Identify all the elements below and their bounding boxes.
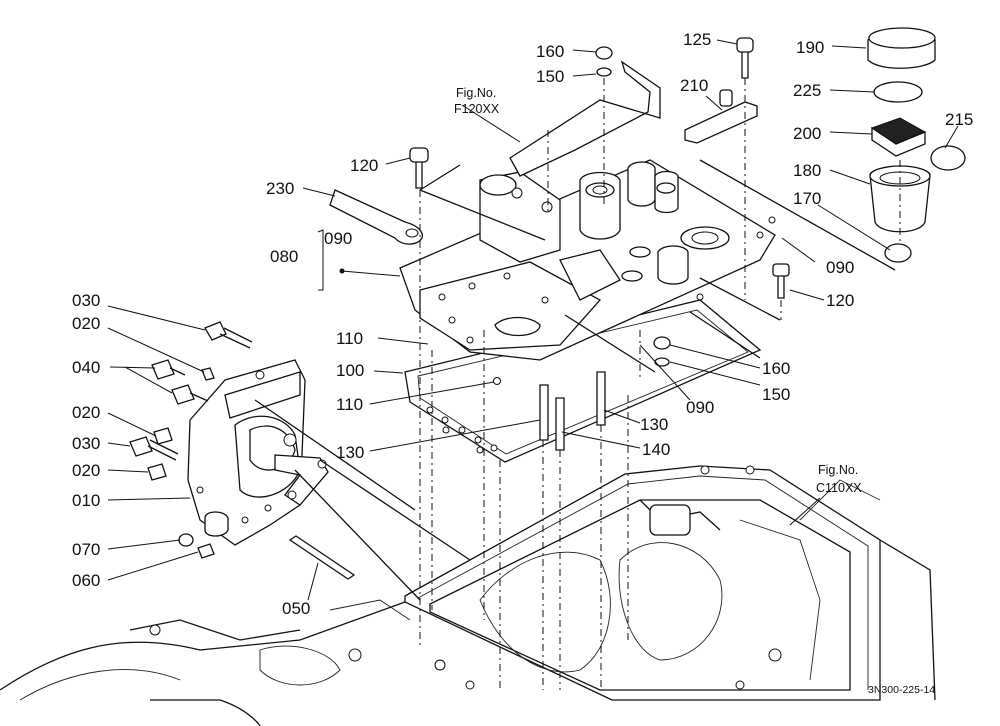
callout-020-top: 020 [72, 314, 100, 333]
pump-bolts-and-nuts [129, 321, 356, 580]
callout-160-top: 160 [536, 42, 564, 61]
callout-030-lower: 030 [72, 434, 100, 453]
studs-130-140 [539, 371, 606, 451]
bolt-120-right [772, 263, 790, 299]
callout-100: 100 [336, 361, 364, 380]
callout-labels: 160 150 125 190 210 225 200 215 180 170 … [72, 30, 973, 618]
callout-190: 190 [796, 38, 824, 57]
alignment-lines [254, 78, 901, 690]
callout-010: 010 [72, 491, 100, 510]
pin-090-marker [768, 216, 776, 224]
ref-c110-label: Fig.No. [818, 463, 858, 477]
o-ring-170 [884, 243, 912, 263]
ref-c110-code: C110XX [816, 481, 862, 495]
callout-050: 050 [282, 599, 310, 618]
callout-160-lower: 160 [762, 359, 790, 378]
plate-f120xx [509, 60, 661, 177]
callout-180: 180 [793, 161, 821, 180]
hydraulic-cover-080 [399, 159, 776, 361]
callout-090-right: 090 [826, 258, 854, 277]
callout-130-right: 130 [640, 415, 668, 434]
filter-element-200 [870, 117, 927, 157]
lever-210 [684, 101, 758, 144]
callout-150-lower: 150 [762, 385, 790, 404]
callout-120-upper: 120 [350, 156, 378, 175]
ref-f120-code: F120XX [454, 102, 500, 116]
callout-080: 080 [270, 247, 298, 266]
callout-040: 040 [72, 358, 100, 377]
transmission-case [0, 465, 936, 726]
bolt-120-upper [409, 147, 429, 189]
assembly-marker-dot [339, 268, 345, 274]
callout-090-left: 090 [324, 229, 352, 248]
reference-notes: Fig.No. F120XX Fig.No. C110XX [454, 86, 862, 495]
callout-020-lower: 020 [72, 461, 100, 480]
callout-110-top: 110 [336, 329, 363, 348]
callout-140: 140 [642, 440, 670, 459]
ref-f120-label: Fig.No. [456, 86, 496, 100]
callout-125: 125 [683, 30, 711, 49]
callout-230: 230 [266, 179, 294, 198]
nut-160-lower [653, 336, 671, 367]
callout-030-top: 030 [72, 291, 100, 310]
callout-200: 200 [793, 124, 821, 143]
callout-020-middle: 020 [72, 403, 100, 422]
filter-cap-190 [867, 27, 936, 69]
callout-120-right: 120 [826, 291, 854, 310]
nut-160-top [595, 46, 613, 77]
callout-110-lower: 110 [336, 395, 363, 414]
pump-assembly-010 [187, 359, 329, 546]
callout-070: 070 [72, 540, 100, 559]
callout-210: 210 [680, 76, 708, 95]
callout-130-left: 130 [336, 443, 364, 462]
callout-215: 215 [945, 110, 973, 129]
callout-150-top: 150 [536, 67, 564, 86]
leader-lines [107, 39, 959, 601]
callout-060: 060 [72, 571, 100, 590]
filter-case-180 [869, 165, 931, 233]
callout-090-lower: 090 [686, 398, 714, 417]
disc-215 [930, 145, 966, 171]
bolt-125 [736, 37, 754, 79]
strap-230 [329, 189, 423, 245]
callout-170: 170 [793, 189, 821, 208]
drawing-code: 3N300-225-14 [868, 684, 935, 696]
washer-225 [873, 81, 923, 103]
callout-225: 225 [793, 81, 821, 100]
